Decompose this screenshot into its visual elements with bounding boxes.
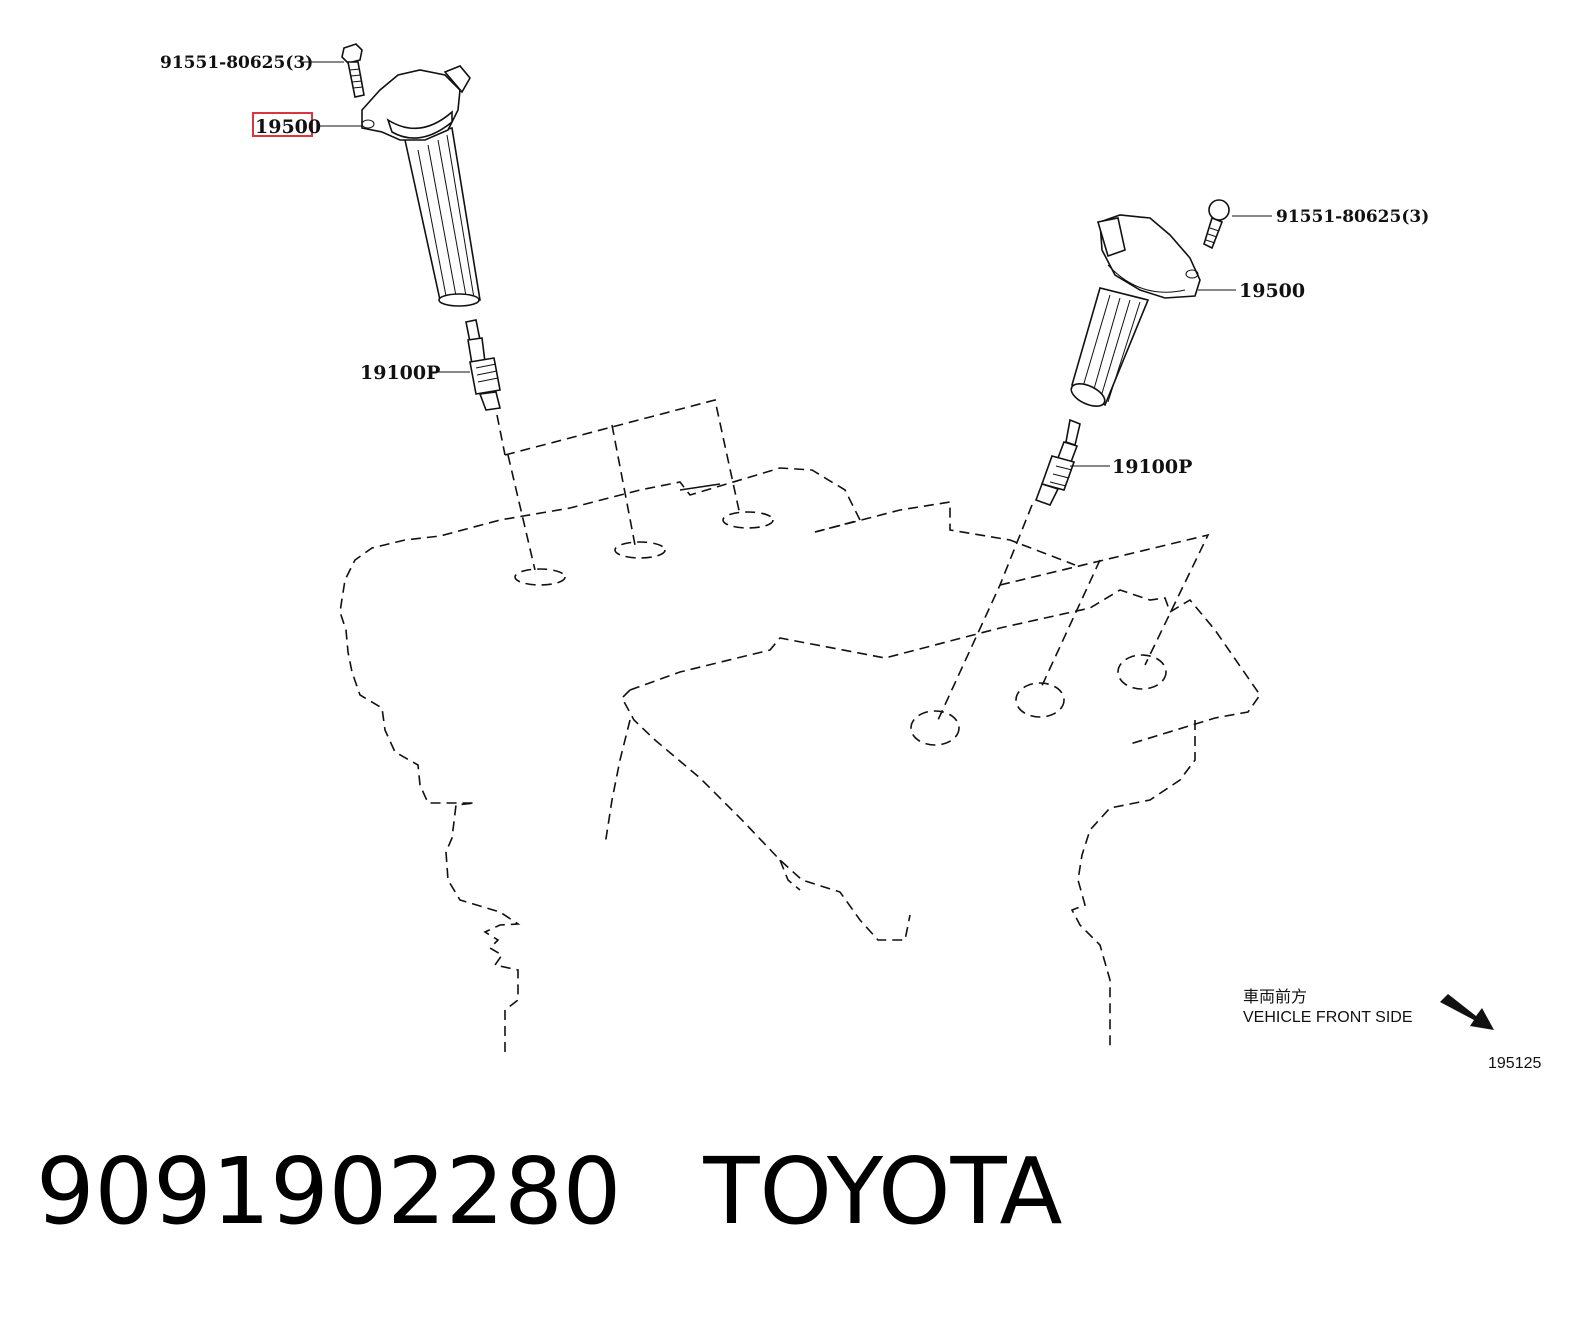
part-number: 9091902280 bbox=[36, 1138, 622, 1245]
bolt-right[interactable] bbox=[1203, 199, 1230, 250]
bolt-left[interactable] bbox=[341, 43, 365, 98]
callout-bolt-left[interactable]: 91551-80625(3) bbox=[160, 53, 313, 73]
callout-bolt-right[interactable]: 91551-80625(3) bbox=[1276, 207, 1429, 227]
orientation-label-en: VEHICLE FRONT SIDE bbox=[1243, 1009, 1413, 1026]
figure-id: 195125 bbox=[1488, 1055, 1541, 1072]
callout-coil-left[interactable]: 19500 bbox=[255, 116, 321, 138]
spark-plug-right[interactable] bbox=[1034, 418, 1081, 506]
highlight-box bbox=[252, 112, 313, 137]
leader-lines bbox=[302, 61, 1272, 467]
callout-plug-left[interactable]: 19100P bbox=[360, 362, 440, 384]
engine-outline bbox=[339, 467, 1261, 1052]
brand-name: TOYOTA bbox=[703, 1138, 1063, 1245]
front-arrow-icon bbox=[1440, 994, 1494, 1030]
ignition-coil-right[interactable] bbox=[1068, 214, 1201, 411]
orientation-label-jp: 車両前方 bbox=[1243, 988, 1307, 1006]
spark-plug-left[interactable] bbox=[465, 319, 501, 411]
ignition-coil-left[interactable] bbox=[361, 65, 481, 307]
assembly-lines bbox=[496, 399, 1210, 721]
callout-plug-right[interactable]: 19100P bbox=[1112, 456, 1192, 478]
callout-coil-right[interactable]: 19500 bbox=[1239, 280, 1305, 302]
